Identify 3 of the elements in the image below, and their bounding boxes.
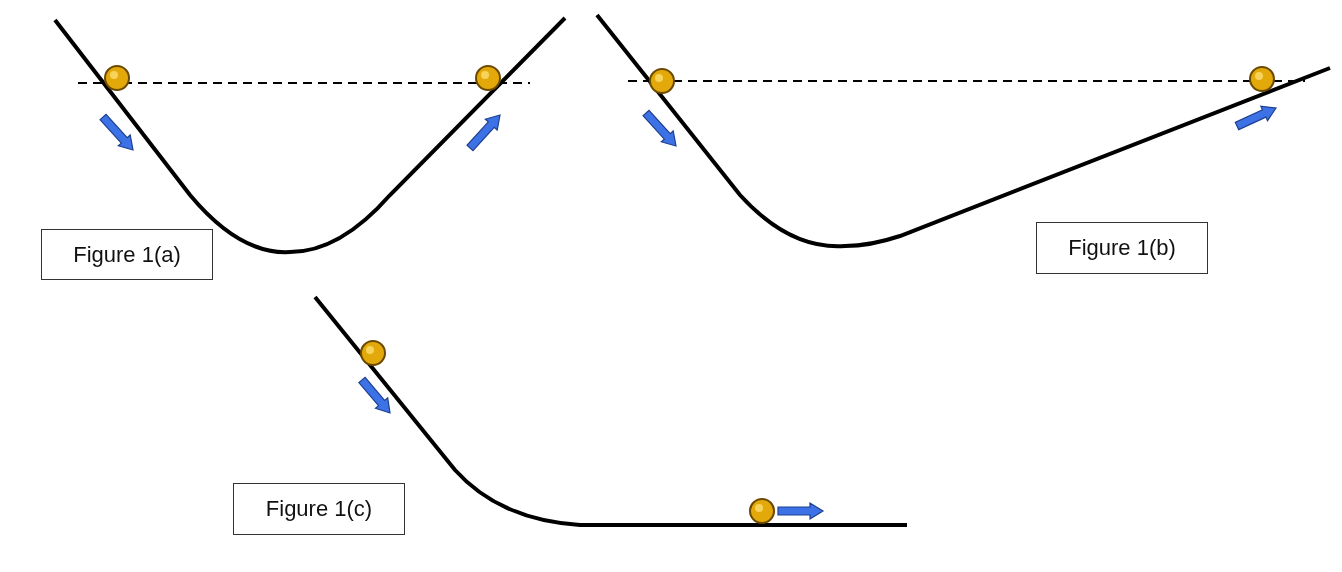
caption-box: Figure 1(c)	[233, 483, 405, 535]
caption-box: Figure 1(a)	[41, 229, 213, 280]
caption-box: Figure 1(b)	[1036, 222, 1208, 274]
